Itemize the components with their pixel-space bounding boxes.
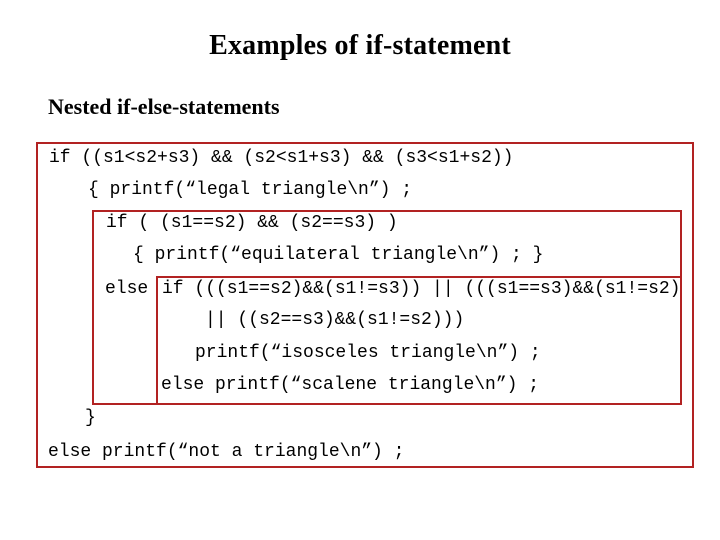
code-line-else-printf-not-triangle: else printf(“not a triangle\n”) ;	[48, 442, 405, 462]
code-line-if-equilateral-condition: if ( (s1==s2) && (s2==s3) )	[106, 213, 398, 233]
code-box-innermost	[156, 276, 682, 405]
code-line-else-keyword: else	[105, 279, 149, 299]
code-line-if-legal-condition: if ((s1<s2+s3) && (s2<s1+s3) && (s3<s1+s…	[49, 148, 514, 168]
code-box-outer	[36, 142, 694, 468]
slide-title: Examples of if-statement	[209, 30, 511, 61]
slide-subtitle: Nested if-else-statements	[48, 94, 280, 119]
code-line-closing-brace: }	[85, 408, 96, 428]
code-line-printf-legal: { printf(“legal triangle\n”) ;	[88, 180, 413, 200]
code-line-isosceles-condition-continued: || ((s2==s3)&&(s1!=s2)))	[205, 310, 465, 330]
code-line-if-isosceles-condition: if (((s1==s2)&&(s1!=s3)) || (((s1==s3)&&…	[162, 279, 681, 299]
code-line-printf-equilateral: { printf(“equilateral triangle\n”) ; }	[133, 245, 544, 265]
code-line-else-printf-scalene: else printf(“scalene triangle\n”) ;	[161, 375, 540, 395]
code-line-printf-isosceles: printf(“isosceles triangle\n”) ;	[195, 343, 541, 363]
